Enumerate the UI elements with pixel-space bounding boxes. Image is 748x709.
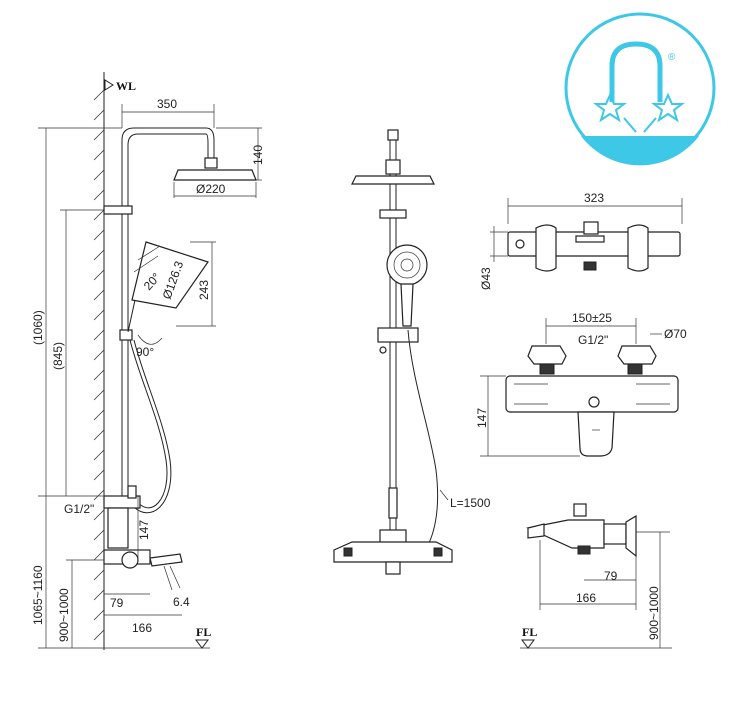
faucet-icon	[609, 41, 663, 102]
rain-shower-head	[173, 169, 257, 181]
mixer-handle-side	[121, 551, 139, 569]
hand-shower-head	[131, 241, 209, 309]
dim-79-left: 79	[110, 596, 124, 610]
dim-d70: Ø70	[664, 327, 687, 341]
dim-220: Ø220	[196, 182, 226, 196]
dim-1060: (1060)	[31, 310, 45, 345]
hose-length-label: L=1500	[450, 496, 491, 510]
mixer-side-view: 900~1000 79 166 FL	[520, 503, 672, 649]
nut-left	[539, 363, 555, 375]
hand-shower-face	[133, 245, 161, 273]
front-view-spout	[577, 411, 615, 457]
dim-243: 243	[197, 280, 211, 300]
bath-spout-side	[149, 553, 183, 567]
spout-water	[163, 565, 181, 591]
mixer-body-side	[107, 507, 129, 549]
fl-left-marker-icon	[195, 639, 209, 649]
angle-90-label: 90°	[136, 345, 154, 359]
front-diverter-pipe	[388, 487, 398, 519]
side-view: WL 90° 20° Ø126.3 G1/2" 6.4	[31, 72, 265, 650]
front-head-joint	[385, 159, 401, 175]
hand-shower-handle	[127, 299, 136, 333]
front-top-cap	[387, 129, 399, 141]
side-view-spout	[527, 523, 545, 539]
fl-left-label: FL	[196, 625, 211, 639]
wl-marker-icon	[104, 79, 114, 91]
front-wall-bracket	[379, 209, 407, 219]
front-hand-shower-head	[386, 244, 428, 286]
side-view-nut	[577, 545, 591, 555]
shower-hose	[129, 339, 168, 509]
shower-hose-edge	[131, 339, 172, 514]
top-view-diverter	[583, 221, 599, 235]
dim-140: 140	[251, 145, 265, 165]
star-left-icon	[593, 92, 627, 123]
front-holder-knob	[379, 346, 387, 354]
dim-79-right: 79	[604, 569, 618, 583]
front-rain-head	[351, 175, 435, 185]
wall-hatch	[93, 89, 105, 641]
front-handle-left	[343, 547, 353, 557]
front-slide-holder	[377, 327, 419, 343]
g-half-left-label: G1/2"	[64, 502, 94, 516]
shower-arm	[121, 127, 215, 160]
front-hose	[407, 329, 439, 561]
front-spout	[385, 561, 401, 575]
side-view-eccentric	[625, 514, 637, 558]
thermostatic-logo: ®	[564, 12, 716, 166]
top-view-button	[515, 239, 525, 249]
mixer-top-view: 323 Ø43	[479, 191, 683, 290]
front-handle-right	[433, 547, 443, 557]
dim-323: 323	[584, 191, 604, 205]
logo-water-icon	[581, 136, 699, 166]
front-mixer-body	[333, 541, 453, 563]
eccentric-right	[617, 345, 657, 365]
dim-166-right: 166	[576, 591, 596, 605]
eccentric-left	[527, 345, 567, 365]
top-view-spout	[583, 261, 597, 271]
top-view-handle-left	[535, 224, 557, 272]
dim-350: 350	[157, 97, 177, 111]
dim-147: 147	[137, 520, 151, 540]
dim-900-1000-right: 900~1000	[647, 586, 661, 640]
mixer-front-view: 150±25 Ø70 G1/2" 147	[475, 311, 687, 457]
dim-845: (845)	[51, 342, 65, 370]
wl-label: WL	[116, 79, 136, 93]
side-diverter	[573, 503, 587, 517]
front-view-button	[588, 396, 600, 408]
front-view: L=1500	[333, 129, 491, 575]
angle-90-arc	[137, 334, 163, 345]
fl-right-label: FL	[522, 625, 537, 639]
dim-150-25: 150±25	[572, 311, 612, 325]
flow-arrow-right	[643, 117, 657, 133]
registered-mark: ®	[668, 52, 676, 63]
side-view-handle	[603, 523, 627, 545]
star-right-icon	[651, 92, 685, 123]
dim-d43: Ø43	[479, 267, 493, 290]
front-hand-shower-handle	[400, 283, 414, 327]
g-half-right-label: G1/2"	[578, 333, 608, 347]
outlet-6-4-label: 6.4	[173, 595, 190, 609]
diverter-knob	[127, 485, 137, 499]
top-view-cross	[575, 235, 605, 243]
dim-147-right: 147	[475, 408, 489, 428]
head-connector	[204, 157, 218, 169]
fl-right-marker-icon	[521, 639, 535, 649]
dim-900-1000-left: 900~1000	[57, 588, 71, 642]
dim-166-left: 166	[132, 621, 152, 635]
dim-1065-1160: 1065~1160	[31, 565, 45, 625]
wall-bracket	[103, 205, 133, 215]
top-view-handle-right	[627, 224, 649, 272]
hand-holder	[119, 329, 133, 341]
shower-arm-inner	[127, 133, 209, 160]
flow-arrow-left	[623, 117, 637, 133]
nut-right	[627, 363, 643, 375]
